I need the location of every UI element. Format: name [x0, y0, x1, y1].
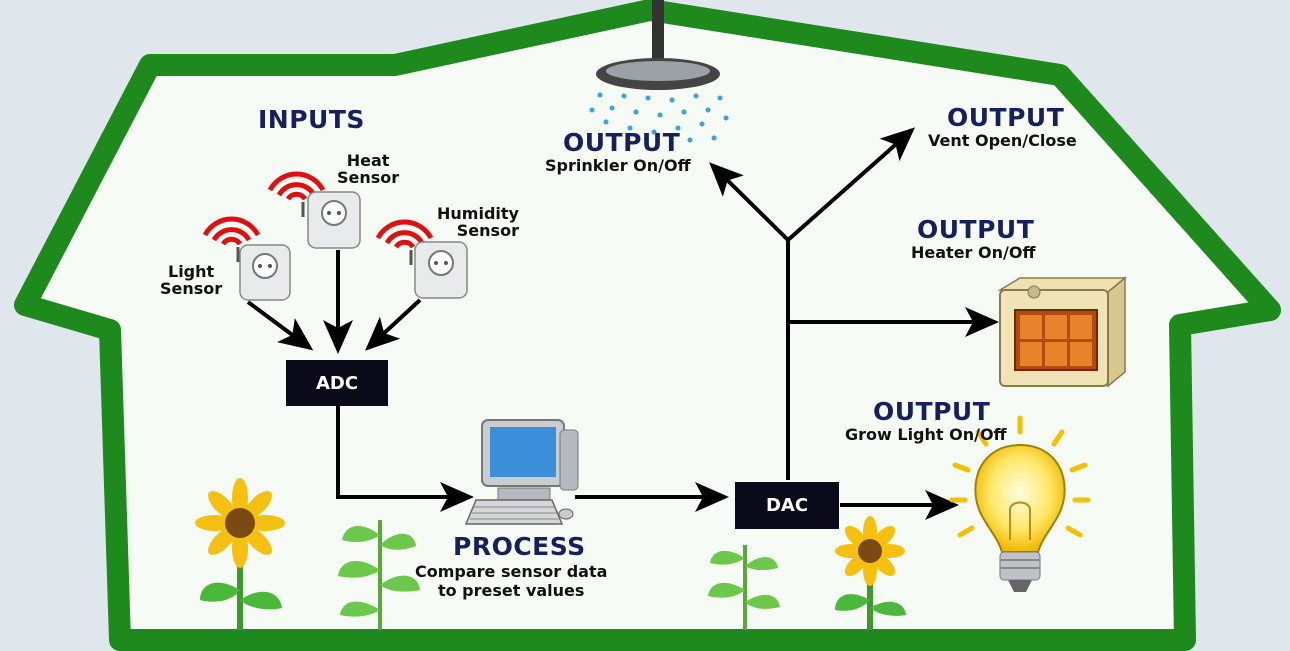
humidity-sensor-label: Humidity Sensor	[437, 204, 519, 240]
heat-sensor-icon	[267, 171, 361, 249]
grow-light-output-desc: Grow Light On/Off	[845, 425, 1007, 444]
sunflower-icon	[195, 478, 285, 630]
light-bulb-icon	[949, 415, 1091, 592]
process-heading: PROCESS	[453, 532, 586, 561]
grow-light-output-heading: OUTPUT	[873, 397, 991, 426]
heat-sensor-label-line2: Sensor	[337, 167, 400, 187]
heater-output-desc: Heater On/Off	[911, 243, 1036, 262]
heat-sensor-label-line1: Heat	[346, 151, 390, 170]
sprinkler-output-desc: Sprinkler On/Off	[545, 156, 691, 175]
plant-icon	[708, 545, 780, 630]
adc-box: ADC	[286, 360, 388, 406]
sunflower-icon	[835, 516, 906, 630]
heat-sensor-label: Heat Sensor	[337, 151, 400, 187]
humidity-sensor-label-line2: Sensor	[456, 220, 519, 240]
vent-output-desc: Vent Open/Close	[928, 131, 1077, 150]
process-description-line1: Compare sensor data	[415, 562, 608, 581]
light-sensor-label-line2: Sensor	[160, 278, 223, 298]
plant-icon	[338, 520, 420, 630]
humidity-sensor-icon	[375, 219, 468, 299]
heater-icon	[997, 276, 1128, 388]
sprinkler-output-heading: OUTPUT	[563, 128, 681, 157]
light-sensor-label: Light Sensor	[160, 262, 223, 298]
light-sensor-icon	[202, 216, 291, 301]
heater-output-heading: OUTPUT	[917, 215, 1035, 244]
vent-output-heading: OUTPUT	[947, 103, 1065, 132]
humidity-sensor-label-line1: Humidity	[437, 204, 519, 223]
computer-icon	[464, 419, 579, 525]
process-description-line2: to preset values	[437, 581, 585, 600]
sprinkler-icon	[589, 0, 729, 143]
inputs-heading: INPUTS	[258, 105, 365, 134]
process-description: Compare sensor data to preset values	[415, 562, 607, 600]
light-sensor-label-line1: Light	[168, 262, 215, 281]
dac-box: DAC	[735, 482, 839, 529]
signal-arrows	[246, 127, 999, 520]
